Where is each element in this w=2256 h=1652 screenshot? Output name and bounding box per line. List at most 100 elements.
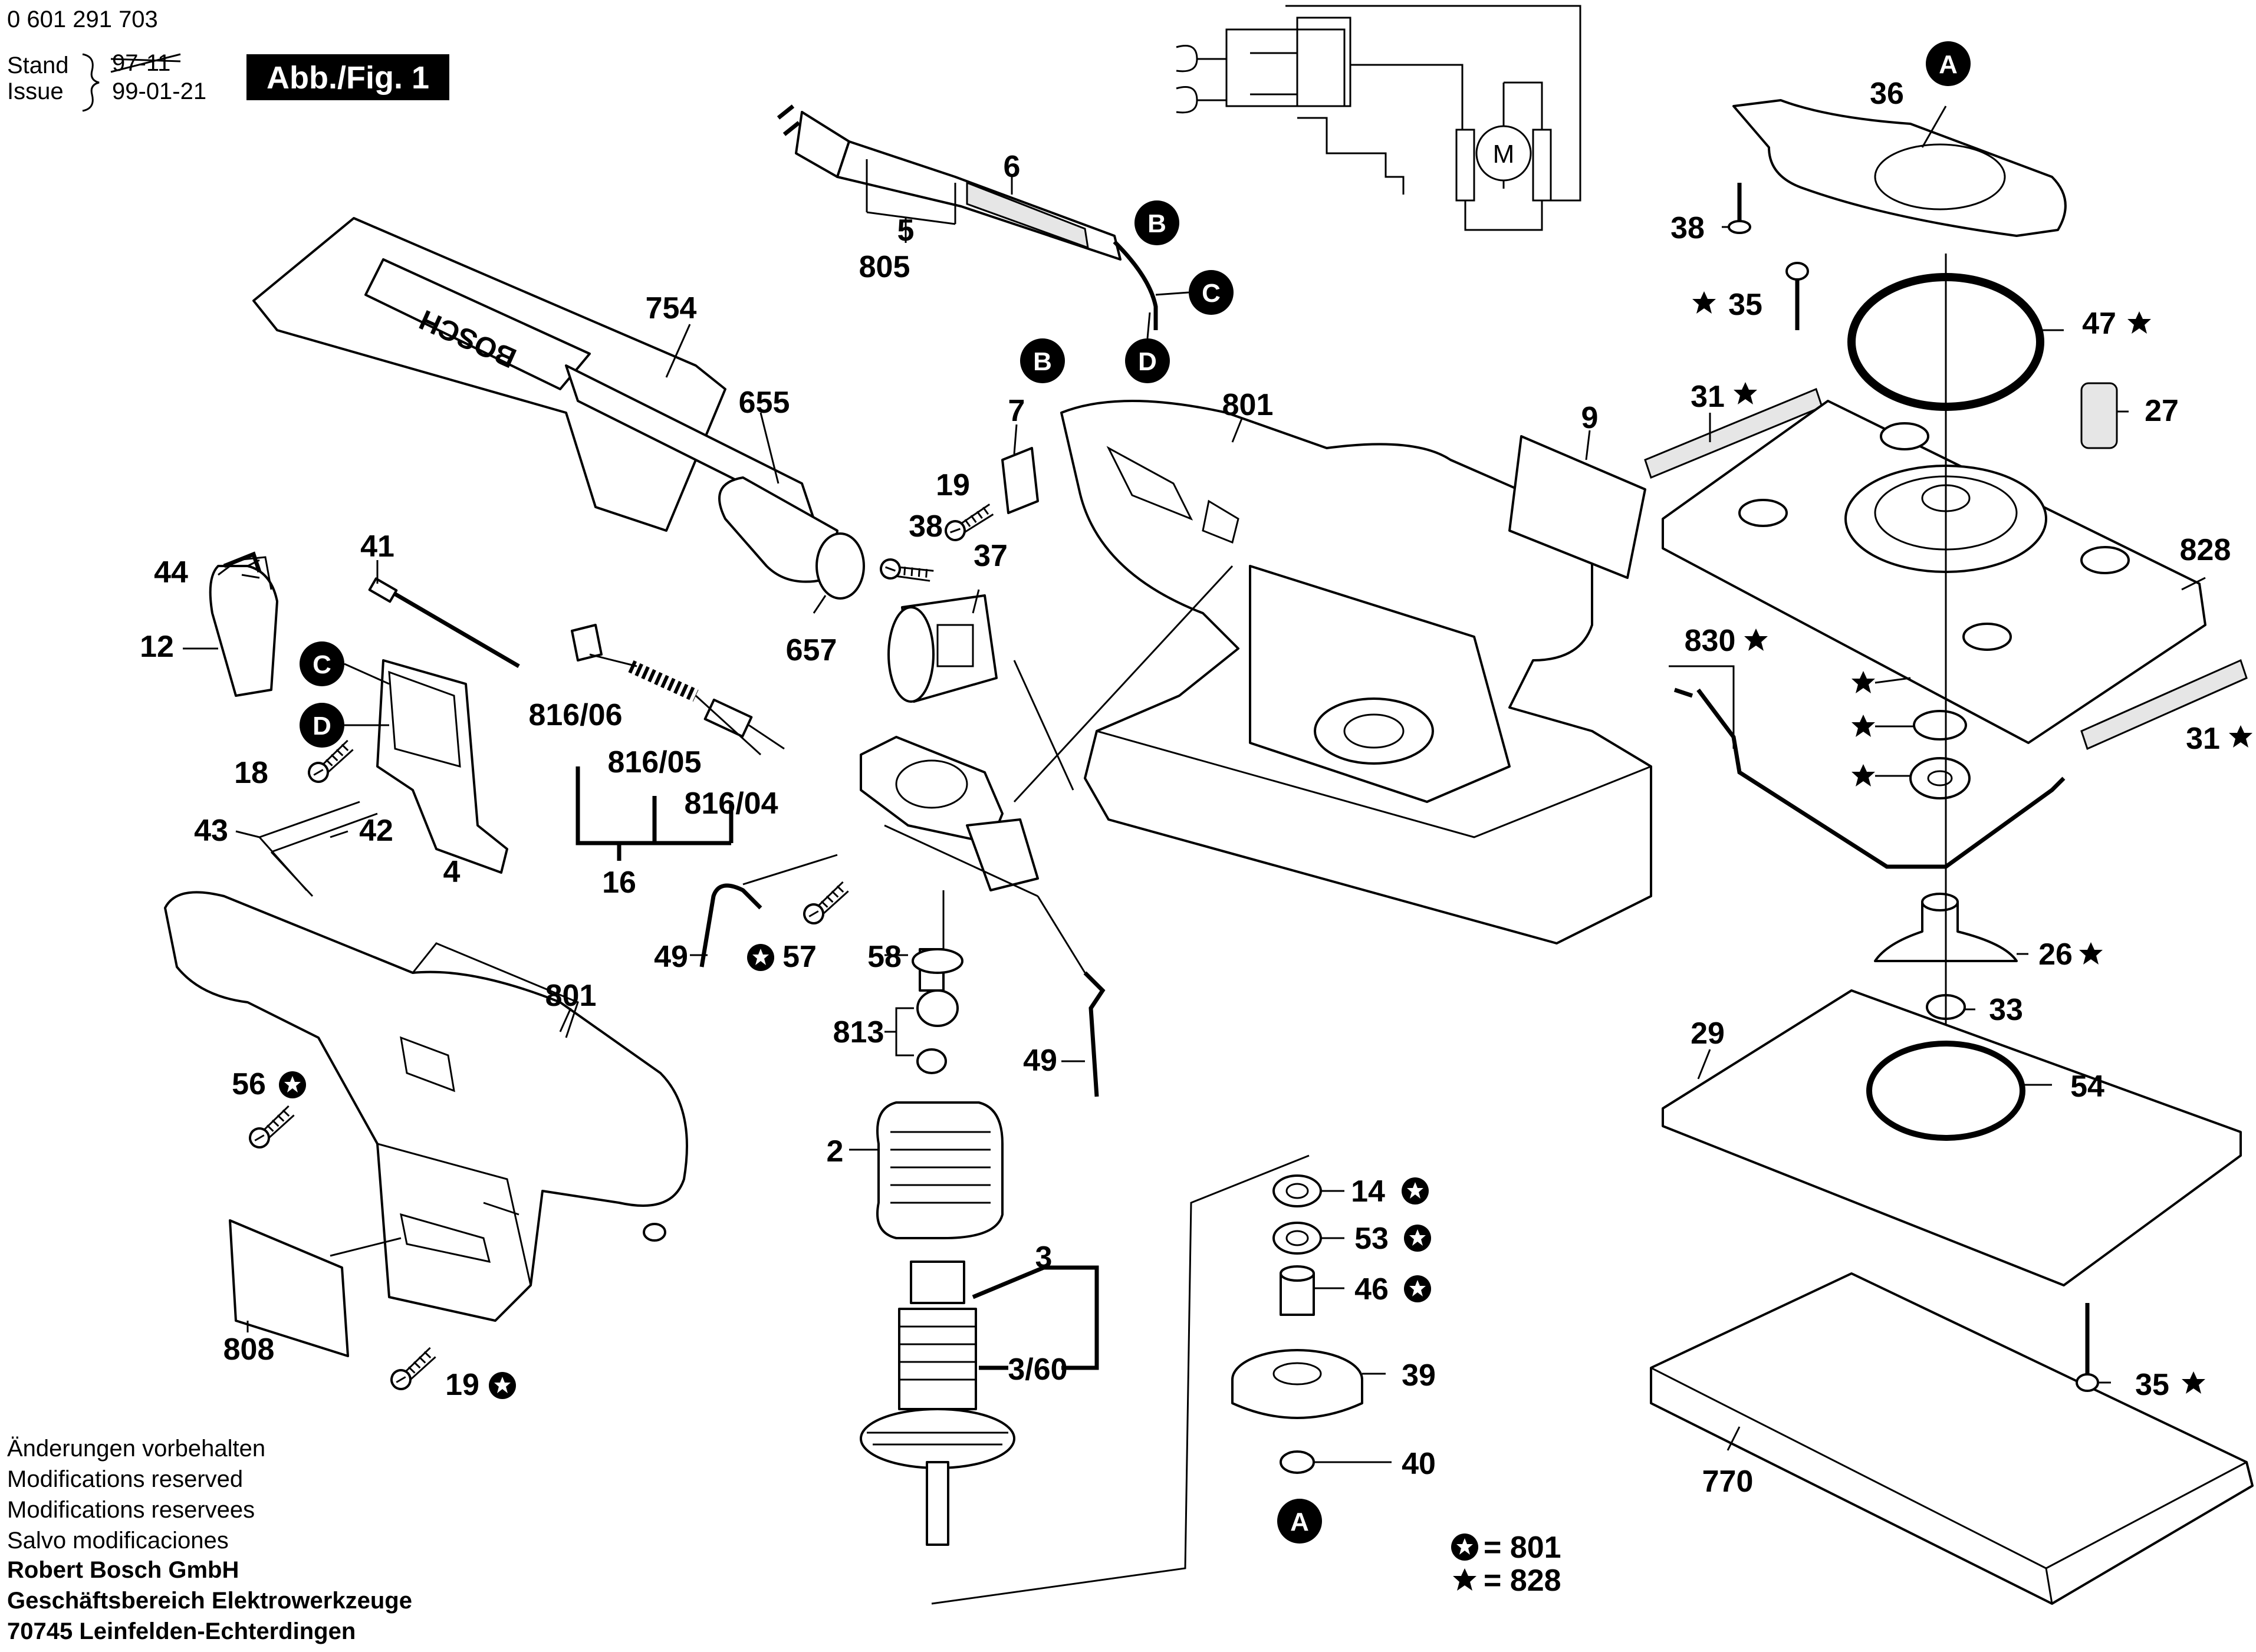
bearing-58-ring xyxy=(912,948,963,974)
circle-star-icon xyxy=(1451,1533,1478,1561)
wire xyxy=(1285,5,1581,202)
plug-wires xyxy=(1176,45,1198,114)
leader xyxy=(1585,430,1591,460)
eccentric-26-top xyxy=(1921,893,1959,911)
switch-cluster: 44 41 12 18 43 42 4 xyxy=(140,529,520,897)
housing-inner xyxy=(1249,565,1511,803)
part-label-27: 27 xyxy=(2145,394,2179,428)
part-label-42: 42 xyxy=(359,814,393,848)
bearing-star xyxy=(1909,757,1971,799)
part-label-801-top: 801 xyxy=(1222,388,1274,422)
marker-d-switch: D xyxy=(313,712,331,741)
washer xyxy=(643,1223,666,1242)
marker-b-cable-badge xyxy=(1134,200,1179,245)
star-icon xyxy=(1852,671,1875,693)
washer-40 xyxy=(1280,1450,1315,1474)
circle-star-icon xyxy=(1404,1275,1431,1302)
bearing-star-bore xyxy=(1927,770,1953,786)
company-division: Geschäftsbereich Elektrowerkzeuge xyxy=(7,1588,412,1614)
star-icon xyxy=(1692,291,1716,314)
pad-edge xyxy=(1662,1125,2241,1286)
part-label-3: 3 xyxy=(1035,1240,1053,1275)
figure-badge: Abb./Fig. 1 xyxy=(267,60,429,96)
part-label-26: 26 xyxy=(2038,937,2073,972)
base-tray-770 xyxy=(1650,1272,2254,1605)
part-label-31-top: 31 xyxy=(1691,380,1725,414)
star-icon xyxy=(2127,311,2151,334)
ring-54 xyxy=(1866,1041,2025,1141)
marker-a-top-badge xyxy=(1926,41,1971,86)
spring-clip-44 xyxy=(223,551,262,573)
switch-cover-12 xyxy=(209,565,278,697)
switch-4 xyxy=(376,659,508,874)
switch-contact xyxy=(1296,17,1351,107)
screw-19b xyxy=(385,1346,443,1394)
armature-3 xyxy=(898,1308,977,1410)
part-label-3-60: 3/60 xyxy=(1008,1352,1067,1387)
footer-line: Salvo modificaciones xyxy=(7,1528,229,1554)
switch-box xyxy=(1225,28,1346,107)
mount-boss xyxy=(2080,546,2130,574)
base-plate-828-edge xyxy=(1662,547,2206,744)
screw-38 xyxy=(877,552,935,593)
leader xyxy=(1726,1426,1741,1451)
marker-c-switch-badge xyxy=(300,641,344,686)
marker-c-switch: C xyxy=(313,650,331,679)
part-label-39: 39 xyxy=(1402,1358,1436,1393)
part-label-770: 770 xyxy=(1702,1465,1754,1499)
cable-clamp-assembly: 7 19 xyxy=(936,394,1039,544)
part-label-18: 18 xyxy=(234,756,268,790)
carbon-brush-816-04 xyxy=(703,698,753,738)
dust-bag-body xyxy=(252,217,726,532)
brush-spring-816-05 xyxy=(628,660,699,702)
legend-circle-star: = 801 xyxy=(1484,1531,1561,1565)
bearing-53 xyxy=(1272,1222,1322,1255)
housing-top-edge xyxy=(412,942,579,1038)
part-label-813: 813 xyxy=(833,1015,884,1049)
wire xyxy=(1297,117,1405,195)
part-label-31-bottom: 31 xyxy=(2186,722,2220,756)
star-icon xyxy=(1744,628,1768,651)
part-label-4: 4 xyxy=(443,855,461,889)
strike-line xyxy=(110,58,181,62)
star-icon xyxy=(1734,382,1757,404)
wiring-schematic: M xyxy=(1176,5,1581,231)
footer: Änderungen vorbehalten Modifications res… xyxy=(7,1436,412,1644)
star-icon xyxy=(1453,1568,1476,1591)
switch-block-hole xyxy=(895,759,968,809)
motor-assembly: 58 813 2 3 3/60 xyxy=(827,890,1099,1546)
motor-symbol: M xyxy=(1493,140,1515,169)
dust-cap-ring xyxy=(887,606,935,703)
part-label-808: 808 xyxy=(223,1332,275,1367)
screw-56 xyxy=(244,1104,301,1152)
wire xyxy=(1197,52,1297,101)
part-27 xyxy=(2080,382,2118,449)
gear-39-hub xyxy=(1272,1362,1322,1386)
reference-markers: A A B B C C D D xyxy=(300,41,1971,1544)
mount-boss xyxy=(1880,422,1929,450)
housing-ribs xyxy=(1106,446,1239,544)
part-label-35-top: 35 xyxy=(1728,288,1762,322)
header: 0 601 291 703 Stand Issue 97-11 99-01-21… xyxy=(7,6,449,112)
bag-outlet xyxy=(815,532,865,600)
base-plate-assembly: 36 38 35 47 27 31 31 xyxy=(1644,77,2254,1605)
footer-line: Modifications reservees xyxy=(7,1497,255,1523)
issue-date: 99-01-21 xyxy=(112,78,206,104)
gear-39-teeth xyxy=(1231,1380,1363,1419)
housing-vents xyxy=(400,1036,491,1263)
leader xyxy=(1874,677,1911,684)
part-label-19: 19 xyxy=(936,468,970,502)
switch-rod-41 xyxy=(376,581,520,669)
part-label-2: 2 xyxy=(827,1134,844,1169)
screw-18 xyxy=(302,739,360,786)
leader xyxy=(2181,577,2206,591)
screw-35-lower-head xyxy=(2076,1373,2099,1392)
leader xyxy=(1013,424,1018,455)
part-label-53: 53 xyxy=(1354,1222,1389,1256)
bag-brand-label xyxy=(364,258,591,390)
cable-end xyxy=(1113,240,1158,330)
base-tray-edge xyxy=(1650,1367,2247,1604)
part-label-40: 40 xyxy=(1402,1447,1436,1481)
strike-line xyxy=(110,53,181,73)
